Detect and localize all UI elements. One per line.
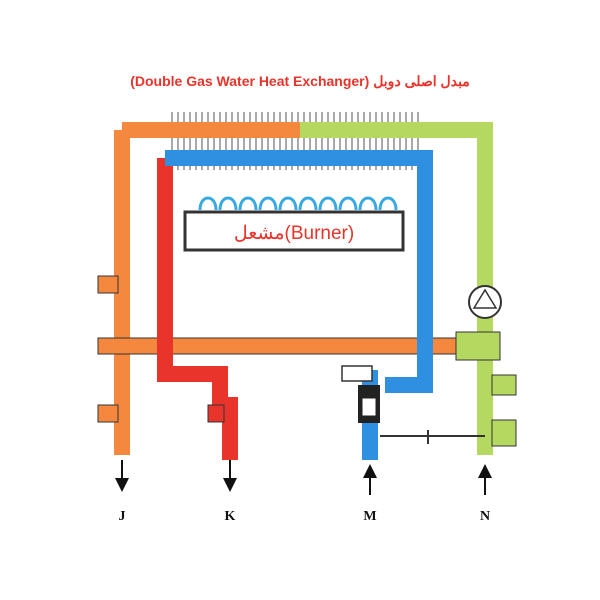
valve-icon xyxy=(341,365,380,423)
flame xyxy=(258,196,278,211)
green-pipe-stub-right xyxy=(491,374,517,396)
flame xyxy=(358,196,378,211)
outer-loop-orange-pipe xyxy=(114,122,300,455)
burner-label: مشعل(Burner) xyxy=(234,223,354,244)
inner-loop-red-pipe xyxy=(157,158,238,460)
red-pipe-stub xyxy=(207,404,225,423)
port-label: K xyxy=(225,509,236,524)
port-label: J xyxy=(119,509,126,524)
green-connector xyxy=(455,331,501,361)
flame xyxy=(198,196,218,211)
orange-pipe-stub-upper xyxy=(97,275,119,294)
green-pipe-stub-lower xyxy=(491,419,517,447)
flame xyxy=(338,196,358,211)
combustion-chamber xyxy=(171,168,419,338)
arrow-down-icon xyxy=(223,478,237,492)
arrow-up-icon xyxy=(478,464,492,478)
burner-flames xyxy=(198,196,398,211)
flame xyxy=(218,196,238,211)
orange-pipe-stub-lower xyxy=(97,404,119,423)
flame xyxy=(378,196,398,211)
outer-loop-green-pipe xyxy=(300,122,493,455)
flame xyxy=(278,196,298,211)
inner-loop-blue-pipe xyxy=(165,150,433,393)
port-j: J xyxy=(115,460,129,524)
flame xyxy=(318,196,338,211)
flame xyxy=(298,196,318,211)
flame xyxy=(238,196,258,211)
burner-box xyxy=(183,210,405,252)
bypass-line xyxy=(380,430,485,444)
pump-icon xyxy=(468,285,502,319)
diagram-title: (Double Gas Water Heat Exchanger) مبدل ا… xyxy=(130,73,470,90)
port-label: N xyxy=(480,509,490,524)
horizontal-orange-pipe xyxy=(97,337,459,355)
port-m: M xyxy=(363,464,377,524)
port-k: K xyxy=(223,460,237,524)
port-n: N xyxy=(478,464,492,524)
arrow-down-icon xyxy=(115,478,129,492)
port-label: M xyxy=(363,509,376,524)
arrow-up-icon xyxy=(363,464,377,478)
